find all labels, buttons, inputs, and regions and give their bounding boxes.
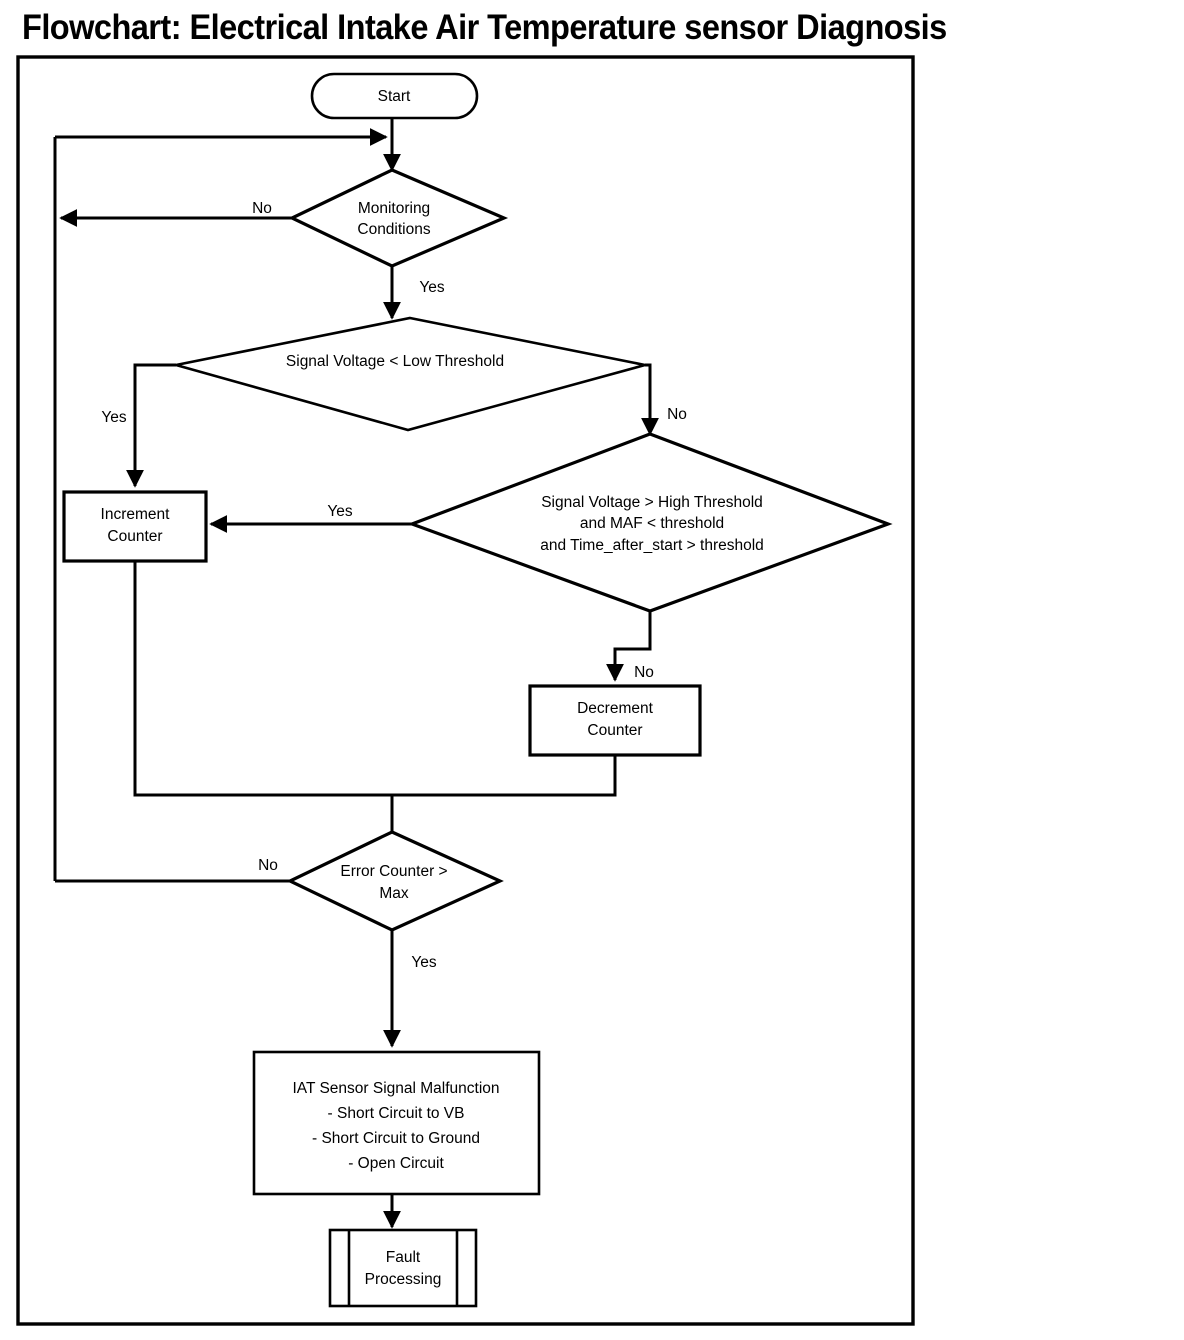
connector-low-yes-to-increment [126, 363, 176, 488]
edge-label-low-yes: Yes [101, 409, 127, 426]
connector-low-no-to-high [641, 363, 659, 436]
node-start-label: Start [378, 88, 411, 105]
edge-label-low-no: No [667, 406, 687, 423]
node-decrement-label-2: Counter [587, 722, 642, 739]
node-iat-malfunction[interactable]: IAT Sensor Signal Malfunction - Short Ci… [252, 1050, 541, 1196]
edge-label-high-no: No [634, 664, 654, 681]
node-low-threshold-label: Signal Voltage < Low Threshold [286, 353, 504, 370]
node-malfunction-label-1: IAT Sensor Signal Malfunction [292, 1080, 499, 1097]
node-monitoring-label-1: Monitoring [358, 200, 430, 217]
node-fault-processing[interactable]: Fault Processing [328, 1228, 478, 1308]
node-high-threshold-label-2: and MAF < threshold [580, 515, 724, 532]
node-high-threshold[interactable]: Signal Voltage > High Threshold and MAF … [407, 432, 893, 613]
edge-label-high-yes: Yes [327, 503, 353, 520]
node-monitoring-label-2: Conditions [357, 221, 430, 238]
node-high-threshold-label-1: Signal Voltage > High Threshold [541, 494, 763, 511]
node-increment-counter[interactable]: Increment Counter [62, 490, 208, 563]
node-malfunction-label-4: - Open Circuit [348, 1155, 444, 1172]
edge-label-error-yes: Yes [411, 954, 437, 971]
node-malfunction-label-2: - Short Circuit to VB [328, 1105, 465, 1122]
node-fault-processing-label-2: Processing [365, 1271, 442, 1288]
node-high-threshold-label-3: and Time_after_start > threshold [540, 537, 764, 554]
edge-label-error-no: No [258, 857, 278, 874]
edge-label-monitoring-yes: Yes [419, 279, 445, 296]
page-title: Flowchart: Electrical Intake Air Tempera… [22, 8, 947, 47]
edge-label-monitoring-no: No [252, 200, 272, 217]
node-start[interactable]: Start [310, 72, 479, 120]
node-monitoring-conditions[interactable]: Monitoring Conditions [288, 168, 509, 268]
diagram-border [16, 55, 915, 1326]
node-increment-label-2: Counter [107, 528, 162, 545]
node-malfunction-label-3: - Short Circuit to Ground [312, 1130, 480, 1147]
connector-increment-to-merge [133, 561, 392, 797]
node-error-counter[interactable]: Error Counter > Max [286, 830, 504, 932]
connector-high-no-to-decrement [606, 611, 652, 682]
node-low-threshold[interactable]: Signal Voltage < Low Threshold [175, 316, 646, 432]
node-error-counter-label-2: Max [379, 885, 409, 902]
node-fault-processing-label-1: Fault [386, 1249, 421, 1266]
node-error-counter-label-1: Error Counter > [340, 863, 447, 880]
node-increment-label-1: Increment [101, 506, 171, 523]
node-decrement-counter[interactable]: Decrement Counter [528, 684, 702, 757]
connector-decrement-to-merge [392, 755, 617, 797]
node-decrement-label-1: Decrement [577, 700, 653, 717]
